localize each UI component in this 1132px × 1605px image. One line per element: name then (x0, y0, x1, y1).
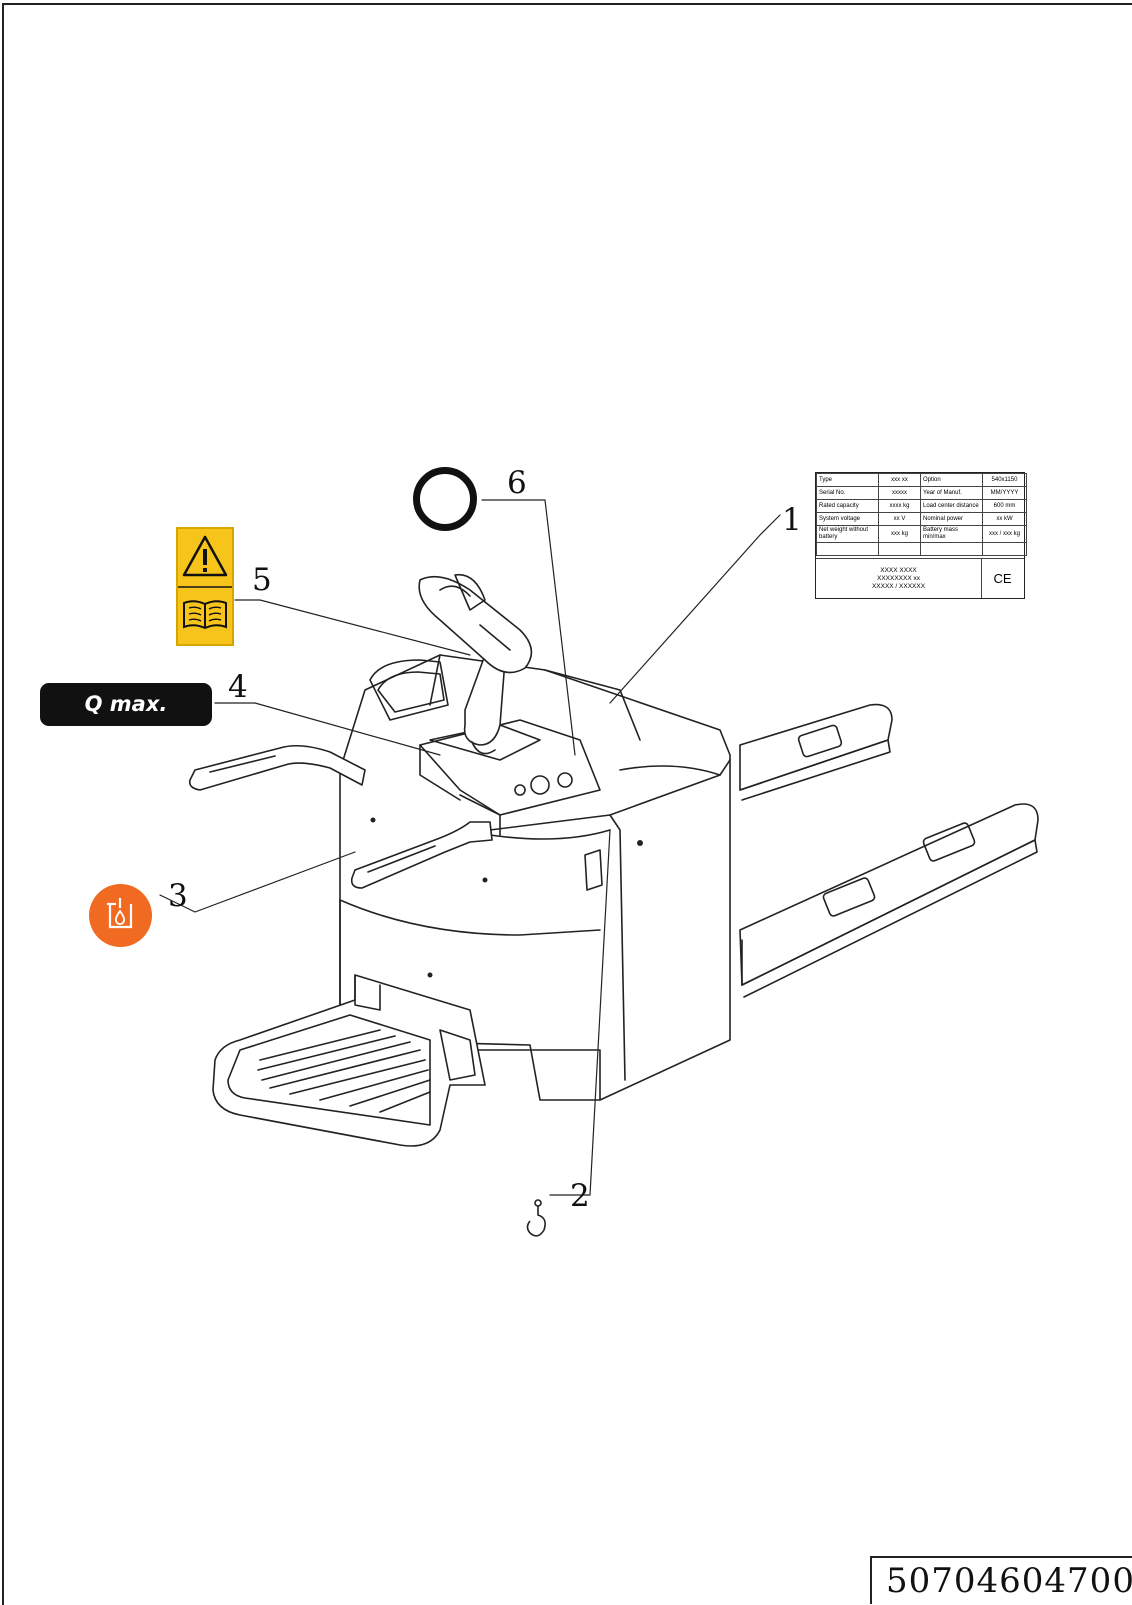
callout-4: 4 (228, 669, 248, 705)
plate-label: Serial No. (816, 486, 879, 500)
plate-label: Rated capacity (816, 499, 879, 513)
warning-triangle-icon (178, 535, 232, 588)
plate-value: xxx / xxx kg (982, 525, 1027, 543)
truck-body (339, 654, 731, 1101)
manufacturer-line: XXXX XXXX (880, 566, 917, 574)
table-row: Type xxx xx Option 540x1150 (816, 473, 1027, 487)
plate-value: xx V (878, 512, 921, 526)
plate-value: xxxx kg (878, 499, 921, 513)
manufacturer-line: XXXXXXXX xx (877, 574, 920, 582)
body-rivets (370, 817, 643, 978)
callout-5: 5 (252, 562, 272, 598)
manufacturer-line: XXXXX / XXXXXX (871, 582, 926, 590)
table-row: Rated capacity xxxx kg Load center dista… (816, 499, 1027, 513)
callout-6: 6 (507, 465, 527, 501)
oil-reservoir-decal (89, 884, 152, 947)
plate-value: xxxxx (878, 486, 921, 500)
page-frame (2, 3, 1132, 1605)
plate-label: Type (816, 473, 879, 487)
ce-mark: CE (993, 571, 1012, 586)
document-number: 507046047003 (870, 1556, 1132, 1604)
plate-value (982, 542, 1027, 556)
plate-value (878, 542, 921, 556)
plate-label: Nominal power (920, 512, 983, 526)
callout-3: 3 (168, 878, 188, 914)
table-row (816, 542, 1027, 556)
operator-platform (212, 974, 486, 1147)
grab-handle-right (350, 821, 493, 889)
plate-label: Option (920, 473, 983, 487)
plate-value: xxx xx (878, 473, 921, 487)
capacity-label: Q max. 2000kg (40, 683, 212, 759)
fork-right (739, 803, 1039, 998)
open-book-icon (183, 600, 227, 630)
plate-value: xxx kg (878, 525, 921, 543)
grab-handle-left (188, 744, 366, 791)
plate-label: Net weight without battery (816, 525, 879, 543)
plate-value: 540x1150 (982, 473, 1027, 487)
warning-manual-decal (176, 527, 234, 646)
oil-reservoir-icon (107, 898, 133, 929)
rating-plate-footer: XXXX XXXX XXXXXXXX xx XXXXX / XXXXXX CE (816, 558, 1024, 598)
rating-plate-table: Type xxx xx Option 540x1150 Serial No. x… (816, 473, 1027, 556)
fork-left (739, 703, 893, 801)
table-row: Serial No. xxxxx Year of Manuf. MM/YYYY (816, 486, 1027, 500)
control-console (419, 719, 601, 836)
leader-lines (159, 499, 781, 1196)
table-row: System voltage xx V Nominal power xx kW (816, 512, 1027, 526)
callout-1: 1 (782, 502, 802, 538)
plate-value: xx kW (982, 512, 1027, 526)
plate-label: Year of Manuf. (920, 486, 983, 500)
manufacturer-block: XXXX XXXX XXXXXXXX xx XXXXX / XXXXXX (816, 559, 982, 598)
callout-2: 2 (570, 1178, 590, 1214)
plate-label (816, 542, 879, 556)
plate-label: Load center distance (920, 499, 983, 513)
table-row: Net weight without battery xxx kg Batter… (816, 525, 1027, 543)
plate-label: Battery mass min/max (920, 525, 983, 543)
tiller-arm (418, 573, 533, 755)
rating-plate: Type xxx xx Option 540x1150 Serial No. x… (815, 472, 1027, 599)
plate-value: 600 mm (982, 499, 1027, 513)
plate-label: System voltage (816, 512, 879, 526)
plate-value: MM/YYYY (982, 486, 1027, 500)
plate-label (920, 542, 983, 556)
crane-hook-icon (526, 1199, 546, 1237)
ring-mark (413, 467, 477, 531)
